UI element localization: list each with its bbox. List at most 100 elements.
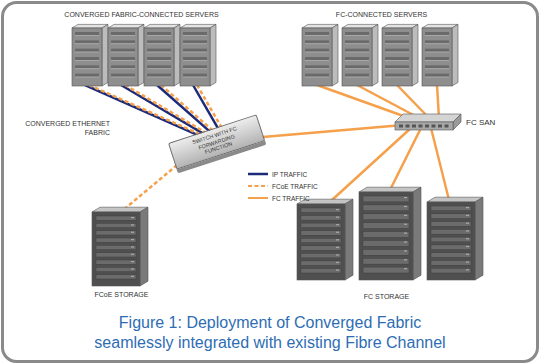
side-face <box>345 199 353 280</box>
node-label: FCoE STORAGE <box>80 290 163 299</box>
top-face <box>427 197 483 202</box>
server-slot-light <box>147 43 171 45</box>
side-face <box>453 114 461 130</box>
server-slot <box>425 74 449 77</box>
drive-led <box>131 246 134 247</box>
traffic-line <box>431 128 451 208</box>
server-slot-light <box>385 51 409 53</box>
switch-port <box>419 125 423 128</box>
fcoe-storage: FCoE STORAGE <box>80 206 163 302</box>
server-slot-light <box>305 35 329 37</box>
server-slot <box>75 49 99 52</box>
server-slot-light <box>75 43 99 45</box>
drive-bay <box>96 275 136 279</box>
top-face <box>359 187 421 192</box>
drive-led <box>336 269 339 270</box>
drive-bay <box>363 249 409 255</box>
server-slot <box>385 40 409 43</box>
front-face <box>395 122 453 130</box>
server-slot-light <box>147 68 171 70</box>
side-face <box>140 207 148 286</box>
drive-bay <box>431 268 471 273</box>
server-slot <box>111 74 135 77</box>
server-slot-light <box>111 76 135 78</box>
server-slot <box>147 65 171 68</box>
legend-text: FCoE TRAFFIC <box>272 183 318 190</box>
server-slot-light <box>183 76 207 78</box>
server-slot <box>425 49 449 52</box>
top-face <box>92 207 148 212</box>
front-face <box>297 204 345 280</box>
drive-bay <box>431 260 471 265</box>
drive-bay <box>363 267 409 273</box>
legend-line-sample <box>248 170 268 178</box>
switch-port <box>445 125 449 128</box>
drive-led <box>404 197 407 198</box>
server-slot-light <box>111 51 135 53</box>
side-face <box>413 187 421 280</box>
server-slot-light <box>183 68 207 70</box>
front-face <box>180 28 210 86</box>
server-slot-light <box>305 60 329 62</box>
switch-port <box>425 125 429 128</box>
server-slot-light <box>385 60 409 62</box>
server-slot-light <box>425 68 449 70</box>
drive-bay <box>431 222 471 227</box>
drive-led <box>404 250 407 251</box>
server-slot-light <box>305 68 329 70</box>
server-icon <box>302 24 338 86</box>
drive-led <box>336 232 339 233</box>
server-slot <box>111 57 135 60</box>
drive-bay <box>301 261 341 266</box>
server-slot-light <box>345 43 369 45</box>
server-slot <box>305 65 329 68</box>
drive-bay <box>96 223 136 227</box>
server-slot <box>425 40 449 43</box>
side-face <box>452 24 458 86</box>
drive-led <box>466 261 469 262</box>
server-slot-light <box>345 35 369 37</box>
drive-bay <box>363 196 409 202</box>
side-face <box>372 24 378 86</box>
drive-bay <box>363 223 409 229</box>
server-slot-light <box>111 35 135 37</box>
drive-bay <box>431 237 471 242</box>
drive-bay <box>301 268 341 273</box>
icon-layer <box>285 186 497 304</box>
switch-port <box>406 125 410 128</box>
side-face <box>412 24 418 86</box>
drive-bay <box>96 253 136 257</box>
server-slot <box>111 40 135 43</box>
drive-led <box>404 233 407 234</box>
drive-led <box>466 223 469 224</box>
server-slot <box>345 40 369 43</box>
drive-led <box>336 247 339 248</box>
switch-port <box>432 125 436 128</box>
fc-switch-icon <box>395 114 461 130</box>
icon-layer <box>40 8 252 88</box>
server-slot-light <box>385 76 409 78</box>
side-face <box>210 24 216 86</box>
front-face <box>359 192 413 280</box>
server-slot-light <box>385 68 409 70</box>
node-label: FC STORAGE <box>285 292 488 301</box>
side-face <box>475 197 483 280</box>
server-slot <box>147 74 171 77</box>
drive-led <box>466 230 469 231</box>
legend-line <box>248 197 268 199</box>
drive-led <box>404 224 407 225</box>
drive-bay <box>431 229 471 234</box>
drive-bay <box>301 246 341 251</box>
legend-row: FCoE TRAFFIC <box>248 180 318 192</box>
storage-icon <box>297 199 353 280</box>
server-icon <box>108 24 144 86</box>
server-slot <box>345 57 369 60</box>
icon-layer <box>395 112 517 138</box>
drive-bay <box>301 223 341 228</box>
server-slot <box>183 65 207 68</box>
drive-led <box>466 207 469 208</box>
server-slot <box>183 32 207 35</box>
server-icon <box>72 24 108 86</box>
server-slot-light <box>183 43 207 45</box>
traffic-line <box>357 85 419 118</box>
